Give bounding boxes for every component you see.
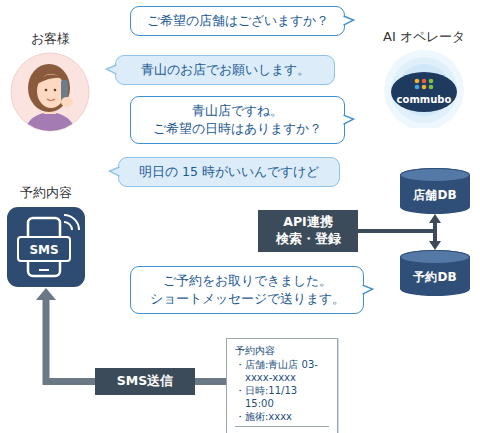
database-cylinder: 店舗DB [400, 168, 470, 214]
icon-label: SMS [18, 240, 70, 260]
bubble-tail-outline [363, 285, 373, 294]
document-line: ・施術:xxxx [235, 410, 329, 427]
node-heading: AI オペレータ [370, 28, 478, 46]
operator-bubble: ご予約をお取りできました。 ショートメッセージで送ります。 [130, 266, 364, 314]
node-heading: お客様 [4, 30, 96, 48]
customer-bubble: 青山のお店でお願いします。 [115, 55, 335, 85]
flow-arrow [358, 231, 435, 241]
speech-text: ご希望の店舗はございますか？ [139, 12, 336, 30]
robot-illustration [370, 48, 478, 128]
node-label: SMS送信 [117, 373, 173, 390]
document-heading: 予約内容 [235, 344, 329, 357]
bubble-tail-outline [344, 115, 354, 124]
document-line: ・日時:11/13 15:00 [235, 384, 329, 410]
icon-label: commubo [370, 94, 478, 105]
database-cylinder: 予約DB [400, 250, 470, 296]
document-card: 予約内容・店舗:青山店 03-xxxx-xxxx・日時:11/13 15:00・… [226, 338, 338, 433]
document-line: ・店舗:青山店 03-xxxx-xxxx [235, 358, 329, 384]
speech-text: ご予約をお取りできました。 ショートメッセージで送ります。 [139, 272, 355, 308]
operator-bubble: 青山店ですね。 ご希望の日時はありますか？ [130, 96, 345, 144]
flow-arrow [46, 300, 95, 382]
process-box: API連携 検索・登録 [258, 210, 358, 252]
flow-arrow [195, 378, 226, 385]
node-label: API連携 検索・登録 [268, 214, 348, 248]
bubble-tail-outline [344, 16, 354, 25]
operator-bubble: ご希望の店舗はございますか？ [130, 6, 345, 36]
customer-icon: お客様 [4, 30, 96, 134]
sms-phone-icon: 予約内容 SMS [6, 184, 86, 288]
node-heading: 予約内容 [6, 184, 86, 202]
speech-text: 青山のお店でお願いします。 [124, 61, 326, 79]
customer-illustration [4, 50, 96, 134]
bubble-tail [363, 285, 373, 294]
customer-bubble: 明日の 15 時がいいんですけど [118, 157, 340, 187]
node-label: 店舗DB [413, 187, 456, 204]
speech-text: 明日の 15 時がいいんですけど [127, 163, 331, 181]
bubble-tail [344, 16, 354, 25]
bubble-tail [344, 115, 354, 124]
node-label: 予約DB [413, 269, 456, 286]
process-box: SMS送信 [95, 368, 195, 395]
ai-operator-icon: AI オペレータ commubo [370, 28, 478, 128]
speech-text: 青山店ですね。 ご希望の日時はありますか？ [139, 102, 336, 138]
